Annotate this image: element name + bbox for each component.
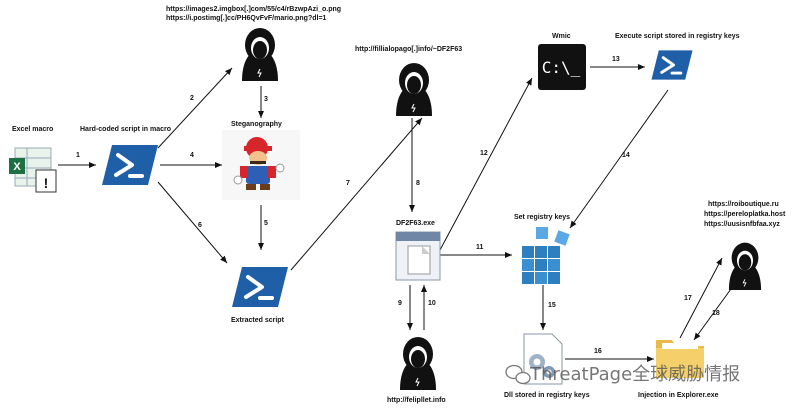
edge-label: 7 (346, 180, 350, 187)
edge-18 (693, 281, 737, 341)
registry-icon (522, 227, 570, 284)
edge-label: 17 (684, 295, 692, 302)
felipllet-url: http://felipllet.info (387, 397, 446, 404)
c2-domain-1: https://roiboutique.ru (708, 201, 779, 208)
powershell-icon (650, 48, 694, 82)
edge-label: 6 (198, 222, 202, 229)
cmd-icon: C:\_ (538, 44, 586, 90)
svg-text:!: ! (44, 175, 49, 191)
node-wmic: Wmic (552, 33, 571, 40)
image-url-1: https://images2.imgbox[.]com/55/c4/rBzwp… (166, 6, 342, 13)
edge-label: 16 (594, 348, 602, 355)
edge-label: 12 (480, 150, 488, 157)
edge-label: 5 (264, 220, 268, 227)
excel-icon: X ! (9, 147, 57, 193)
svg-text:X: X (13, 161, 21, 173)
node-set-registry-keys: Set registry keys (514, 214, 571, 221)
edge-label: 9 (398, 300, 402, 307)
exe-file-icon (395, 231, 441, 281)
edges (58, 64, 737, 362)
edge-label: 4 (190, 152, 194, 159)
edge-label: 3 (264, 96, 268, 103)
wechat-icon (505, 364, 531, 385)
c2-domain-2: https://pereloplatka.host (704, 211, 786, 218)
node-injection-explorer: Injection in Explorer.exe (638, 392, 719, 399)
edge-7 (290, 117, 423, 271)
c2-domain-3: https://uusisnfbfaa.xyz (704, 221, 780, 228)
hacker-icon (399, 336, 437, 390)
node-df2f63-exe: DF2F63.exe (396, 220, 435, 227)
svg-text:C:\_: C:\_ (542, 58, 581, 77)
edge-17 (679, 257, 723, 339)
edge-label: 14 (622, 152, 630, 159)
powershell-icon (100, 143, 160, 187)
mario-image-icon (222, 130, 300, 200)
folder-icon (656, 340, 704, 378)
edge-label: 10 (428, 300, 436, 307)
edge-2 (157, 67, 233, 149)
edge-label: 13 (612, 56, 620, 63)
edge-14 (569, 89, 669, 229)
powershell-icon (230, 265, 290, 309)
image-url-2: https://i.postimg[.]cc/PH6QvFvF/mario.pn… (166, 15, 327, 22)
edge-label: 15 (548, 302, 556, 309)
edge-label: 8 (416, 180, 420, 187)
hacker-icon (728, 242, 762, 290)
node-extracted-script: Extracted script (231, 317, 284, 324)
edge-label: 1 (76, 152, 80, 159)
edge-label: 18 (712, 310, 720, 317)
hacker-icon (395, 62, 433, 116)
fillialopago-url: http://fillialopago[.]info/~DF2F63 (355, 46, 463, 53)
edge-6 (157, 181, 228, 264)
edge-label: 11 (476, 244, 484, 251)
node-execute-script: Execute script stored in registry keys (615, 33, 740, 40)
edge-label: 2 (190, 95, 194, 102)
edge-12 (439, 77, 533, 251)
watermark: ThreatPage全球威胁情报 (530, 364, 741, 385)
node-excel-macro: Excel macro (12, 126, 54, 133)
node-dll-registry: Dll stored in registry keys (504, 392, 590, 399)
node-steganography: Steganography (231, 121, 282, 128)
node-hardcoded-script: Hard-coded script in macro (80, 126, 172, 133)
hacker-icon (241, 27, 279, 81)
